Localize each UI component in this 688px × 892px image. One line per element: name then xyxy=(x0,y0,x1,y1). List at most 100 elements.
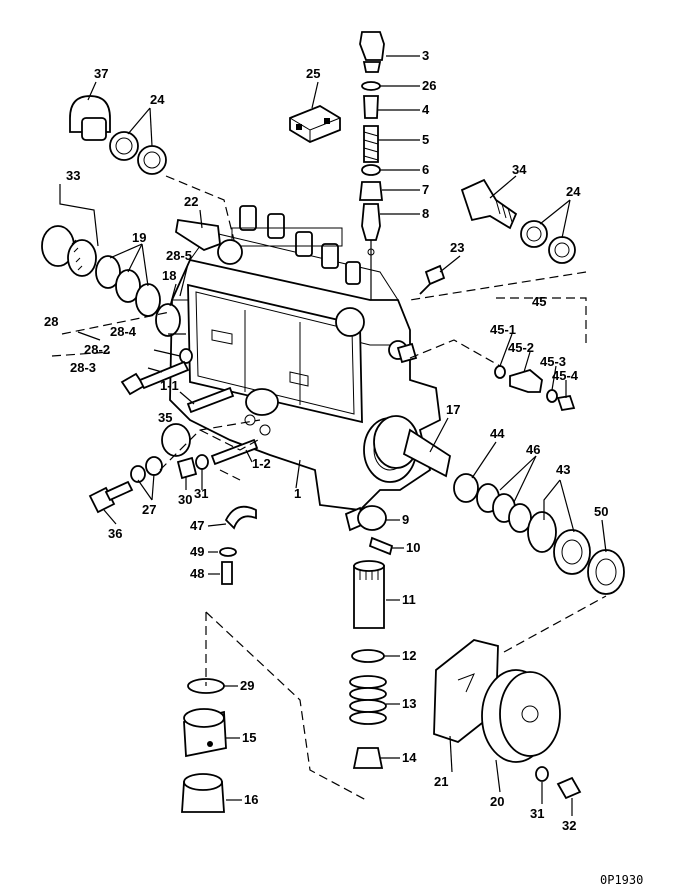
part-label: 29 xyxy=(240,678,254,693)
part-label: 45-3 xyxy=(540,354,566,369)
part-label: 6 xyxy=(422,162,429,177)
nut-30 xyxy=(176,456,198,480)
washer-24b xyxy=(137,145,167,175)
gear-43 xyxy=(527,511,591,575)
delivery-valve-outlets xyxy=(231,205,361,285)
gear-33 xyxy=(41,225,97,277)
part-label: 17 xyxy=(446,402,460,417)
part-label: 43 xyxy=(556,462,570,477)
part-label: 28-3 xyxy=(70,360,96,375)
washer-24a xyxy=(109,131,139,161)
spring-13 xyxy=(349,675,387,725)
part-label: 47 xyxy=(190,518,204,533)
part-label: 10 xyxy=(406,540,420,555)
part-label: 31 xyxy=(194,486,208,501)
part-label: 20 xyxy=(490,794,504,809)
washer-31 xyxy=(195,454,209,470)
stud-1-1 xyxy=(186,386,235,414)
part-label: 45-2 xyxy=(508,340,534,355)
reference-code: 0P1930 xyxy=(600,873,643,887)
part-label: 12 xyxy=(402,648,416,663)
part-label: 8 xyxy=(422,206,429,221)
bolt-23 xyxy=(419,264,446,295)
follower-16 xyxy=(181,773,225,813)
ring-19c xyxy=(135,283,161,317)
bolt-32 xyxy=(556,776,582,800)
dashed-reference-lines xyxy=(51,175,607,801)
nut-9 xyxy=(344,505,387,532)
washer-31b xyxy=(535,766,549,782)
washer-28-2 xyxy=(179,348,193,364)
part-label: 35 xyxy=(158,410,172,425)
part-label: 28-4 xyxy=(110,324,137,339)
part-label: 46 xyxy=(526,442,540,457)
bolt-10 xyxy=(368,536,394,556)
washer-24c xyxy=(520,220,548,248)
part-label: 13 xyxy=(402,696,416,711)
ring-18 xyxy=(155,303,181,337)
part-label: 45-4 xyxy=(552,368,579,383)
cover-20 xyxy=(481,669,561,763)
part-label: 31 xyxy=(530,806,544,821)
nut-45-4 xyxy=(556,394,576,412)
part-label: 44 xyxy=(490,426,505,441)
seat-14 xyxy=(352,747,384,769)
cover-35 xyxy=(161,423,191,457)
bolt-45-2 xyxy=(509,368,543,393)
part-label: 27 xyxy=(142,502,156,517)
part-label: 11 xyxy=(402,592,416,607)
part-label: 26 xyxy=(422,78,436,93)
washer-49 xyxy=(219,547,237,557)
part-label: 18 xyxy=(162,268,176,283)
ring-19b xyxy=(115,269,141,303)
washer-24d xyxy=(548,236,576,264)
part-label: 28-2 xyxy=(84,342,110,357)
part-label: 7 xyxy=(422,182,429,197)
part-label: 37 xyxy=(94,66,108,81)
part-label: 23 xyxy=(450,240,464,255)
part-label: 45-1 xyxy=(490,322,516,337)
part-label: 32 xyxy=(562,818,576,833)
part-label: 4 xyxy=(422,102,430,117)
bolt-28-3 xyxy=(120,360,190,396)
washer-45-1 xyxy=(494,365,506,379)
part-label: 21 xyxy=(434,774,448,789)
delivery-valve-stack xyxy=(358,31,385,300)
part-label: 50 xyxy=(594,504,608,519)
pipe-47 xyxy=(224,505,257,530)
sleeve-11 xyxy=(353,560,385,629)
part-label: 45 xyxy=(532,294,546,309)
bolt-48 xyxy=(221,561,233,585)
leader-lines xyxy=(59,55,607,816)
part-label: 33 xyxy=(66,168,80,183)
part-label: 24 xyxy=(150,92,165,107)
part-label: 1-1 xyxy=(160,378,179,393)
part-label: 24 xyxy=(566,184,581,199)
stud-1-2 xyxy=(210,438,259,466)
part-label: 30 xyxy=(178,492,192,507)
clamp-25 xyxy=(289,104,341,144)
part-label: 5 xyxy=(422,132,429,147)
shaft-17 xyxy=(373,415,452,478)
plug-37 xyxy=(69,95,111,141)
bolt-36 xyxy=(88,480,134,514)
washer-45-3 xyxy=(546,389,558,403)
bracket-22 xyxy=(175,218,221,252)
part-label: 22 xyxy=(184,194,198,209)
part-label: 19 xyxy=(132,230,146,245)
bearing-50 xyxy=(587,549,625,595)
washer-12 xyxy=(351,649,385,663)
bolt-34 xyxy=(460,178,518,230)
part-label: 25 xyxy=(306,66,320,81)
washer-27a xyxy=(130,465,146,483)
tappet-15 xyxy=(183,708,227,758)
part-labels: 32645678253724342433221928-518234545-145… xyxy=(44,48,608,833)
washer-27b xyxy=(145,456,163,476)
part-label: 34 xyxy=(512,162,527,177)
part-label: 15 xyxy=(242,730,256,745)
ring-19a xyxy=(95,255,121,289)
part-label: 3 xyxy=(422,48,429,63)
part-label: 1-2 xyxy=(252,456,271,471)
part-label: 1 xyxy=(294,486,301,501)
